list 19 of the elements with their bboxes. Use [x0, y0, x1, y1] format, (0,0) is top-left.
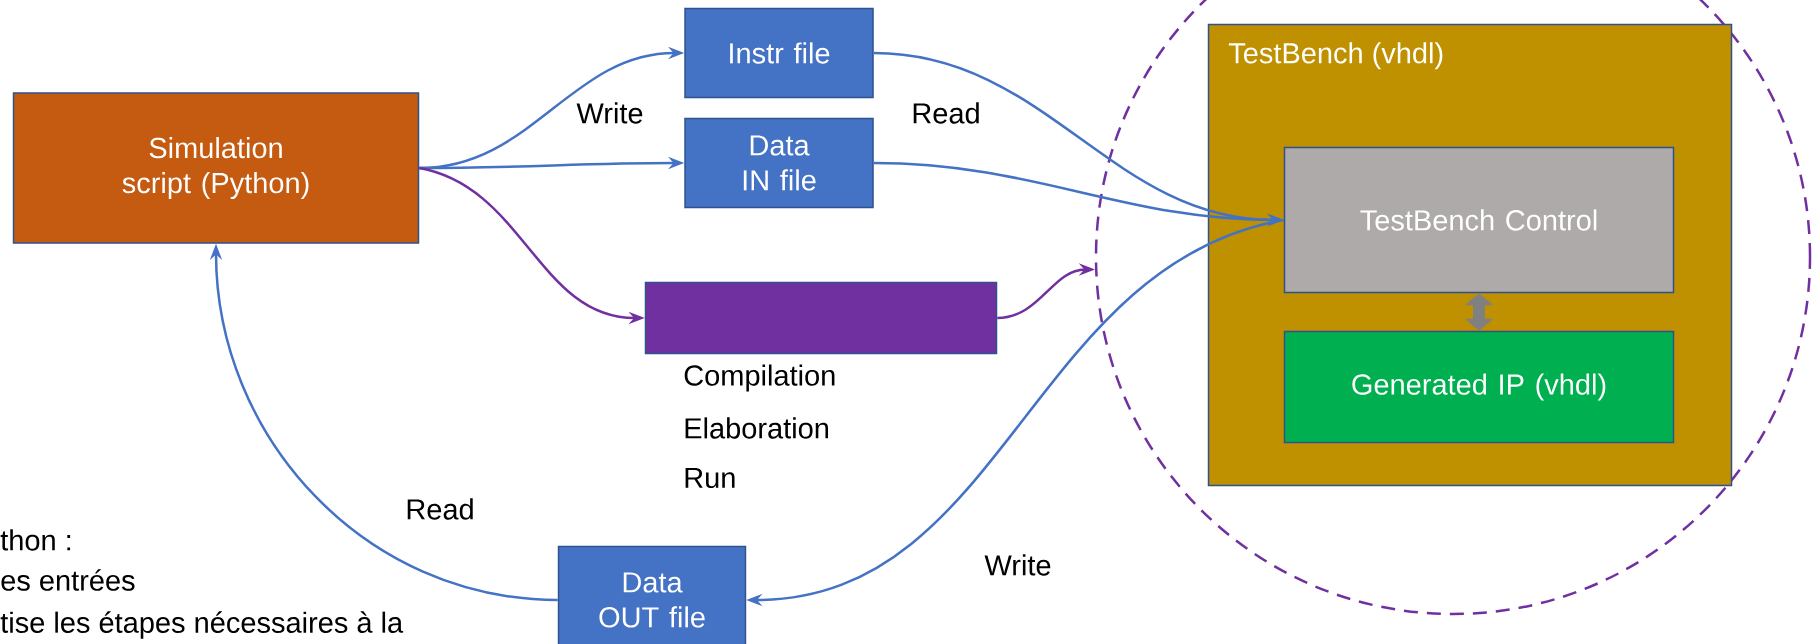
step-text: Run	[685, 467, 735, 489]
edge-label: Write	[982, 552, 1054, 578]
file-box: Instr file	[684, 7, 874, 99]
tool-box	[644, 281, 998, 355]
control-box: TestBench Control	[1283, 146, 1675, 294]
arrow	[1464, 293, 1494, 331]
file-box: Data IN file	[684, 117, 874, 209]
edge-label: Write	[574, 100, 646, 126]
box-title: TestBench (vhdl)	[1228, 42, 1443, 70]
step-text: Compilation	[684, 364, 835, 392]
note-text: thon :	[0, 529, 71, 551]
ip-box: Generated IP (vhdl)	[1283, 330, 1675, 444]
note-text: es entrées	[1, 569, 135, 591]
note-text: tise les étapes nécessaires à la	[0, 611, 404, 639]
file-box: Data OUT file	[557, 545, 747, 644]
edge-label: Read	[403, 496, 477, 522]
edge-label: Read	[909, 100, 983, 126]
process-box: Simulation script (Python)	[12, 92, 420, 244]
step-text: Elaboration	[685, 417, 828, 439]
